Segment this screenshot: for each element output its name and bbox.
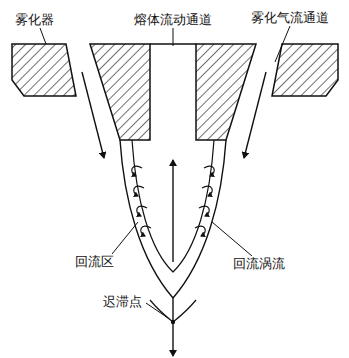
region-label: 回流涡流 bbox=[232, 256, 286, 271]
part-label: 熔体流动通道 bbox=[133, 12, 213, 27]
point-label: 迟滞点 bbox=[102, 294, 143, 309]
region-label: 回流区 bbox=[74, 254, 115, 269]
part-label: 雾化气流通道 bbox=[250, 10, 330, 25]
part-label: 雾化器 bbox=[14, 12, 55, 27]
